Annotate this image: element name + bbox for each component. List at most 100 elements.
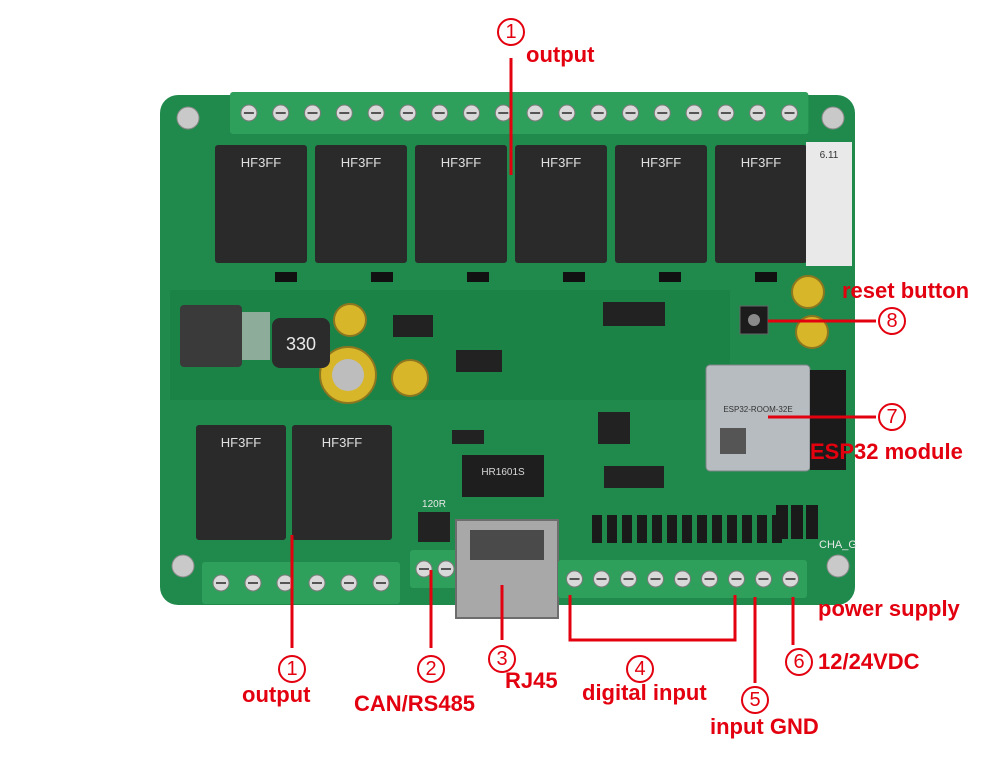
callout-3-label: RJ45	[505, 668, 558, 693]
can-rs485-terminal	[410, 550, 460, 588]
regulator-pins	[242, 312, 270, 360]
input-component	[697, 515, 707, 543]
sticker-version: 6.11	[820, 150, 839, 161]
mount-hole	[826, 554, 850, 578]
input-component	[652, 515, 662, 543]
relay	[715, 145, 807, 263]
relay	[515, 145, 607, 263]
ic-chip	[452, 430, 484, 444]
voltage-regulator	[180, 305, 242, 367]
capacitor	[795, 315, 829, 349]
callout-6-number: 6	[785, 648, 813, 676]
relay-marking: HF3FF	[341, 155, 382, 170]
capacitor	[333, 303, 367, 337]
callout-1-bottom-number: 1	[278, 655, 306, 683]
rj45-opening	[470, 530, 544, 560]
relay	[215, 145, 307, 263]
callout-6-label: 12/24VDC	[818, 649, 920, 674]
callout-8-label: reset button	[842, 278, 970, 303]
reset-button-cap	[748, 314, 760, 326]
input-component	[592, 515, 602, 543]
input-component	[712, 515, 722, 543]
callout-1-top-number: 1	[497, 18, 525, 46]
relay-marking: HF3FF	[241, 155, 282, 170]
status-led	[275, 272, 297, 282]
relay-marking: HF3FF	[221, 435, 262, 450]
relay-marking: HF3FF	[441, 155, 482, 170]
top-relay-row: HF3FF HF3FF HF3FF HF3FF HF3FF HF3FF	[215, 145, 807, 263]
bottom-output-terminal	[202, 562, 400, 604]
ethernet-transformer	[462, 455, 544, 497]
terminal-body	[202, 562, 400, 604]
mount-hole	[171, 554, 195, 578]
capacitor	[791, 275, 825, 309]
callout-1-top-label: output	[526, 42, 595, 67]
callout-4-number: 4	[626, 655, 654, 683]
cha-marking: CHA_G	[819, 539, 857, 551]
callout-6-power-supply: power supply	[818, 596, 960, 621]
digital-input-terminal	[558, 560, 807, 598]
callout-2-label: CAN/RS485	[354, 691, 476, 716]
input-component	[742, 515, 752, 543]
callout-3-number: 3	[488, 645, 516, 673]
esp32-marking: ESP32-ROOM-32E	[723, 405, 792, 414]
callout-1-bottom-label: output	[242, 682, 311, 707]
callout-4-label: digital input	[582, 680, 707, 705]
callout-2-number: 2	[417, 655, 445, 683]
input-component	[757, 515, 767, 543]
mount-hole	[821, 106, 845, 130]
relay-marking: HF3FF	[641, 155, 682, 170]
input-component	[806, 505, 818, 539]
jumper-120r	[418, 512, 450, 542]
input-component	[791, 505, 803, 539]
relay-marking: HF3FF	[741, 155, 782, 170]
transformer-marking: HR1601S	[481, 467, 525, 478]
input-components	[592, 505, 818, 543]
input-component	[667, 515, 677, 543]
relay	[292, 425, 392, 540]
capacitor-top	[332, 359, 364, 391]
ic-chip	[393, 315, 433, 337]
relay	[196, 425, 286, 540]
led-row	[275, 272, 777, 282]
ic-chip	[603, 302, 665, 326]
info-sticker	[806, 142, 852, 266]
bottom-relay-row: HF3FF HF3FF	[196, 425, 392, 540]
status-led	[371, 272, 393, 282]
status-led	[467, 272, 489, 282]
relay	[315, 145, 407, 263]
input-component	[622, 515, 632, 543]
input-component	[682, 515, 692, 543]
capacitor	[391, 359, 429, 397]
callout-5-label: input GND	[710, 714, 819, 739]
relay-marking: HF3FF	[541, 155, 582, 170]
mount-hole	[176, 106, 200, 130]
jumper-marking: 120R	[422, 499, 446, 510]
relay	[415, 145, 507, 263]
status-led	[755, 272, 777, 282]
esp32-antenna	[810, 370, 846, 470]
callout-7-number: 7	[878, 403, 906, 431]
callout-lines	[290, 58, 876, 683]
callout-5-number: 5	[741, 686, 769, 714]
esp32-qr	[720, 428, 746, 454]
input-component	[607, 515, 617, 543]
terminal-body	[410, 550, 460, 588]
ic-chip	[598, 412, 630, 444]
top-terminal-block	[230, 92, 809, 134]
inductor	[272, 318, 330, 368]
callout-7-label: ESP32 module	[810, 439, 963, 464]
status-led	[563, 272, 585, 282]
relay-marking: HF3FF	[322, 435, 363, 450]
ic-chip	[604, 466, 664, 488]
callout-8-number: 8	[878, 307, 906, 335]
input-component	[776, 505, 788, 539]
input-component	[637, 515, 647, 543]
relay	[615, 145, 707, 263]
inductor-marking: 330	[286, 334, 316, 354]
input-component	[727, 515, 737, 543]
terminal-body	[230, 92, 809, 134]
callout-line-digital-input	[568, 595, 737, 642]
